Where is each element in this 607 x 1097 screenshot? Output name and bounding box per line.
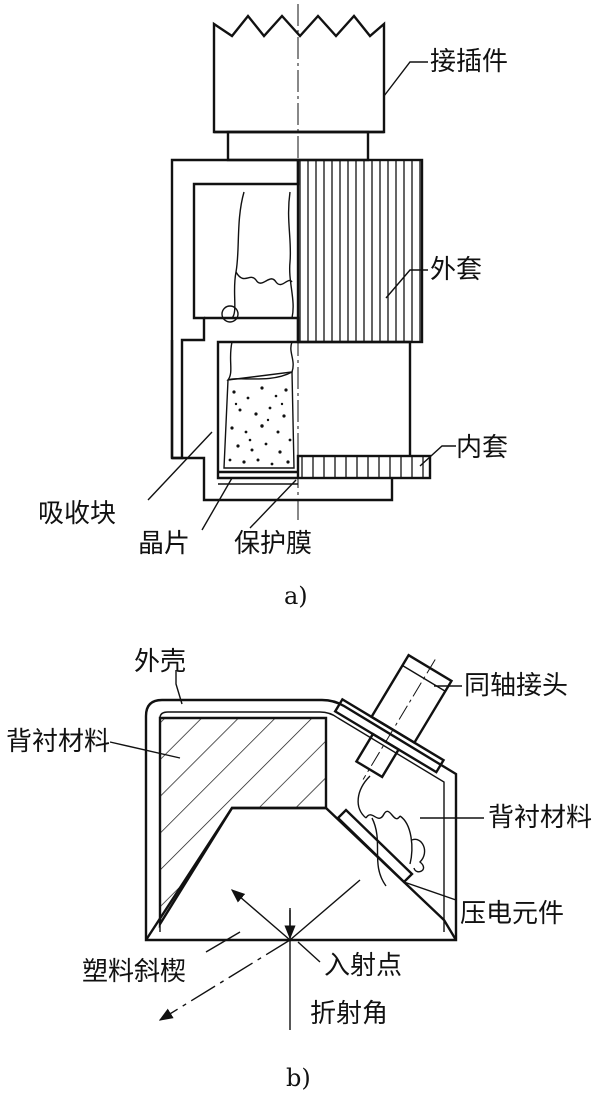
caption-a: a) xyxy=(284,582,308,610)
right-backing-wiring xyxy=(357,775,426,887)
absorber-label: 吸收块 xyxy=(38,499,116,529)
inner-sleeve-part xyxy=(172,316,432,502)
diagram-b: 外壳 同轴接头 背衬材料 背衬材料 压电元件 塑料斜楔 入射点 折射角 b) xyxy=(6,647,592,1092)
incidence-point-label: 入射点 xyxy=(324,951,402,981)
leader-lines-b xyxy=(109,670,484,963)
piezo-element-label: 压电元件 xyxy=(460,899,564,929)
diagram-a: 接插件 外套 内套 吸收块 晶片 保护膜 a) xyxy=(38,4,508,610)
housing-label: 外壳 xyxy=(134,647,186,677)
connector-part xyxy=(212,14,386,162)
coax-connector-label: 同轴接头 xyxy=(464,671,568,701)
connector-label: 接插件 xyxy=(430,47,508,77)
piezo-element xyxy=(336,808,457,901)
protective-film-label: 保护膜 xyxy=(234,529,312,559)
upper-cavity-wiring xyxy=(221,191,294,323)
backing-left-label: 背衬材料 xyxy=(6,727,110,757)
coax-connector-part xyxy=(333,653,454,780)
absorber-block xyxy=(223,341,295,469)
absorber-dots xyxy=(228,386,292,466)
crystal-label: 晶片 xyxy=(138,529,190,559)
backing-left-region xyxy=(158,716,328,929)
inner-sleeve-label: 内套 xyxy=(456,433,508,463)
housing-outline xyxy=(144,698,458,942)
caption-b: b) xyxy=(286,1064,311,1092)
outer-sleeve-label: 外套 xyxy=(430,255,482,285)
plastic-wedge-label: 塑料斜楔 xyxy=(82,957,186,987)
outer-sleeve-part xyxy=(170,158,424,460)
plastic-wedge-outline xyxy=(144,806,458,941)
backing-right-label: 背衬材料 xyxy=(488,803,592,833)
ray-lines xyxy=(158,879,361,1030)
refraction-angle-label: 折射角 xyxy=(310,999,388,1029)
leader-lines-a xyxy=(147,61,456,531)
